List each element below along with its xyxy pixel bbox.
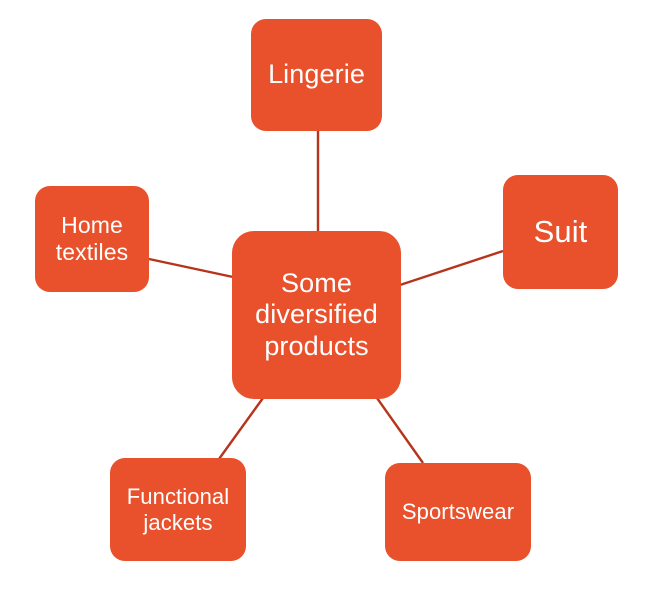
node-sportswear[interactable]: Sportswear — [385, 463, 531, 561]
connector-center-to-functional-jackets — [218, 397, 264, 460]
node-lingerie[interactable]: Lingerie — [251, 19, 382, 131]
node-suit-label: Suit — [533, 214, 588, 250]
connector-center-to-home-textiles — [148, 257, 234, 279]
node-sportswear-label: Sportswear — [401, 499, 515, 525]
node-suit[interactable]: Suit — [503, 175, 618, 289]
node-lingerie-label: Lingerie — [268, 59, 365, 90]
node-home-textiles-label: Home textiles — [55, 212, 129, 265]
connector-center-to-sportswear — [376, 397, 424, 464]
node-functional-jackets-label: Functional jackets — [126, 483, 230, 535]
node-center-label: Some diversified products — [255, 268, 378, 361]
node-home-textiles[interactable]: Home textiles — [35, 186, 149, 292]
node-functional-jackets[interactable]: Functional jackets — [110, 458, 246, 561]
connector-center-to-suit — [399, 249, 504, 287]
node-center[interactable]: Some diversified products — [232, 231, 401, 399]
